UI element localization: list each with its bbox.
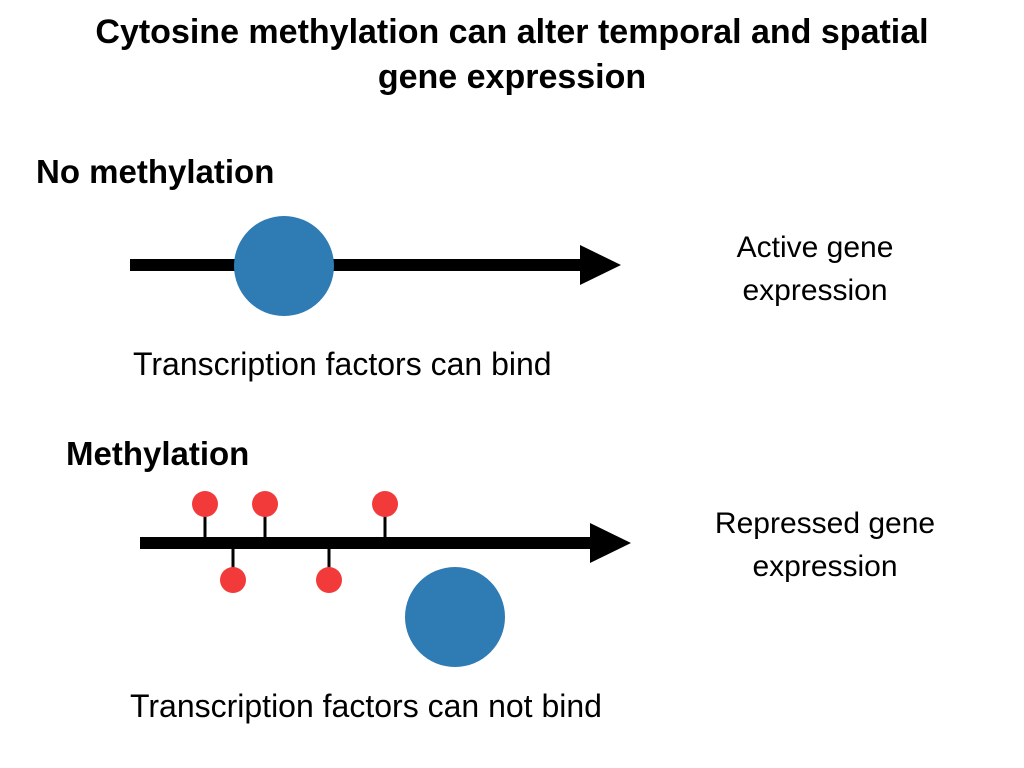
methyl-group — [220, 543, 246, 593]
repressed-expression-line-1: Repressed gene — [714, 507, 936, 540]
unmethylated-dna — [130, 216, 621, 316]
transcription-factor-unbound — [405, 567, 505, 667]
methylation-caption: Transcription factors can not bind — [130, 688, 602, 724]
no-methylation-heading: No methylation — [36, 153, 275, 190]
dna-arrowhead-bottom — [590, 523, 631, 563]
methylation-heading: Methylation — [66, 435, 250, 472]
methyl-group — [372, 491, 398, 543]
repressed-expression-line-2: expression — [752, 550, 898, 583]
active-expression-line-2: expression — [742, 274, 888, 307]
methyl-group — [192, 491, 218, 543]
title-line-2: gene expression — [377, 58, 647, 96]
methylated-dna — [140, 491, 631, 667]
dna-arrowhead-top — [580, 245, 621, 285]
active-expression-line-1: Active gene — [736, 231, 894, 264]
methyl-group — [252, 491, 278, 543]
repressed-expression-label: Repressed gene expression — [680, 502, 970, 588]
methyl-group — [316, 543, 342, 593]
page-title: Cytosine methylation can alter temporal … — [0, 10, 1024, 100]
transcription-factor-bound — [234, 216, 334, 316]
no-methylation-caption: Transcription factors can bind — [133, 346, 552, 382]
active-expression-label: Active gene expression — [690, 226, 940, 312]
title-line-1: Cytosine methylation can alter temporal … — [95, 13, 929, 51]
